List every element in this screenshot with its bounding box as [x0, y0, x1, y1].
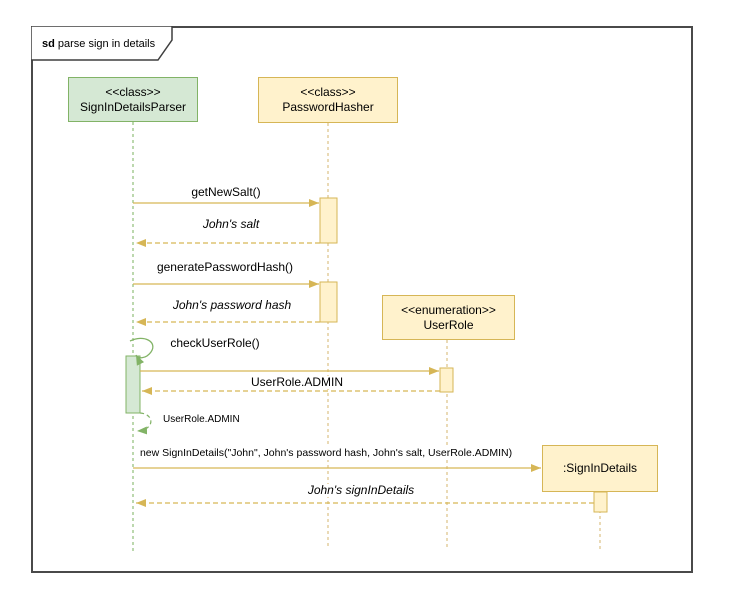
- message-label-getnewsalt: getNewSalt(): [188, 186, 264, 199]
- frame-title-tab: [31, 26, 173, 61]
- frame-title-text: parse sign in details: [57, 38, 156, 50]
- lifeline-head-userrole[interactable]: <<enumeration>> UserRole: [382, 295, 515, 340]
- message-label-johns-salt: John's salt: [199, 218, 263, 231]
- activation-signindetails: [593, 491, 608, 513]
- stereotype-label: <<class>>: [105, 84, 161, 99]
- lifeline-name: UserRole: [423, 317, 474, 332]
- lifeline-name: SignInDetailsParser: [79, 99, 187, 114]
- arrow-self-checkuserrole: [129, 337, 154, 366]
- lifeline-head-passwordhasher[interactable]: <<class>> PasswordHasher: [258, 77, 398, 123]
- message-label-generatepasswordhash: generatePasswordHash(): [153, 261, 297, 274]
- frame-title-tab-shape: [31, 26, 173, 61]
- stereotype-label: <<enumeration>>: [401, 302, 496, 317]
- lifeline-name: :SignInDetails: [562, 461, 638, 475]
- message-label-checkuserrole: checkUserRole(): [167, 337, 263, 350]
- message-label-userrole-admin: UserRole.ADMIN: [247, 376, 347, 389]
- message-label-johns-password-hash: John's password hash: [169, 299, 295, 312]
- message-label-new-signindetails: new SignInDetails("John", John's passwor…: [136, 447, 516, 460]
- lifeline-name: PasswordHasher: [282, 100, 374, 114]
- arrow-self-return-userrole-admin: [136, 412, 152, 435]
- activation-passwordhasher-2: [319, 281, 338, 323]
- activation-passwordhasher-1: [319, 197, 338, 244]
- activation-signindetailsparser: [125, 355, 141, 414]
- stereotype-label: <<class>>: [300, 85, 356, 99]
- message-label-johns-signindetails: John's signInDetails: [304, 484, 418, 497]
- message-label-userrole-admin-self: UserRole.ADMIN: [160, 413, 243, 426]
- frame-title: sd parse sign in details: [42, 38, 155, 50]
- object-box-signindetails[interactable]: :SignInDetails: [542, 445, 658, 492]
- lifeline-head-signindetailsparser[interactable]: <<class>> SignInDetailsParser: [68, 77, 198, 122]
- activation-userrole: [439, 367, 454, 393]
- frame-keyword: sd: [42, 38, 55, 50]
- uml-frame: [31, 26, 693, 573]
